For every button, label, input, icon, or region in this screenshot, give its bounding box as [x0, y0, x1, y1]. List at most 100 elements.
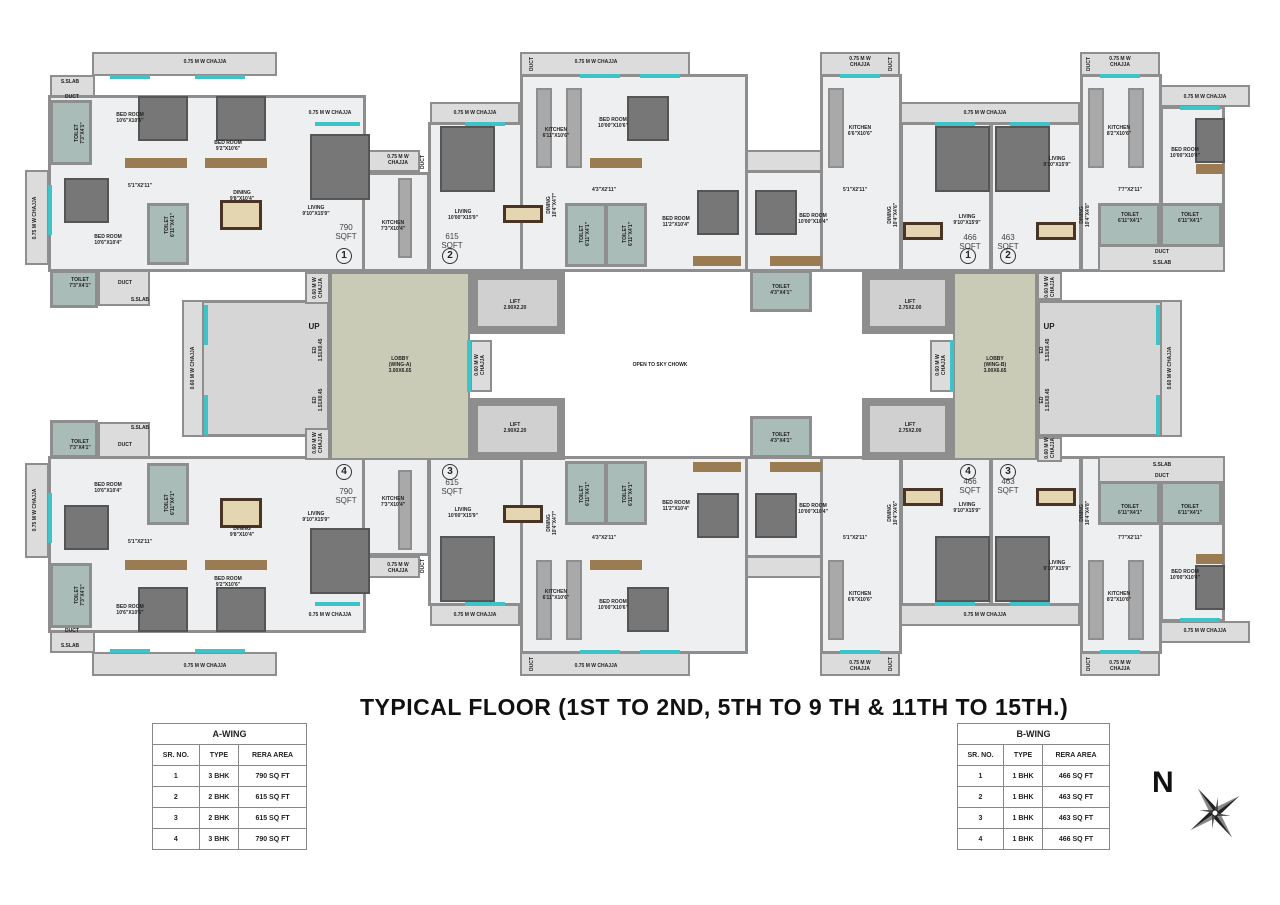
room-label: 4'3"X2'11" [591, 535, 617, 541]
room-label: 466 SQFT [959, 477, 981, 495]
cell: 4 [956, 828, 1005, 850]
kitchen-counter [536, 560, 552, 640]
room-label: S.SLAB [60, 79, 80, 85]
room-label: KITCHEN 6'6"X10'6" [847, 125, 873, 137]
room-label: DINING 10'4"X4'6" [887, 500, 899, 526]
cell: 1 BHK [1003, 828, 1044, 850]
lift [470, 272, 565, 334]
wardrobe [590, 158, 642, 168]
lift [862, 272, 953, 334]
room-label: 463 SQFT [997, 233, 1019, 251]
room-label: TOILET 7'3"X4'1" [74, 584, 86, 606]
room-label: 0.75 M W CHAJJA [963, 612, 1007, 618]
chajja [182, 300, 204, 437]
dining-table [503, 205, 543, 223]
core-label: 0.60 M W CHAJJA [1167, 346, 1173, 390]
chajja [1037, 437, 1062, 462]
chajja [1160, 300, 1182, 437]
sofa-set [995, 126, 1050, 192]
cell: 615 SQ FT [238, 786, 307, 808]
unit-number-badge: 4 [960, 464, 976, 480]
cell: 2 [956, 786, 1005, 808]
room-label: KITCHEN 7'3"X10'4" [380, 496, 406, 508]
core-label: LOBBY (WING-A) 3.00X6.65 [388, 356, 412, 374]
toilet [1160, 203, 1222, 247]
room-label: 4'3"X2'11" [591, 187, 617, 193]
room-label: 466 SQFT [959, 233, 981, 251]
chajja [1037, 272, 1062, 300]
room-label: 0.75 M W CHAJJA [963, 110, 1007, 116]
dining-table [903, 488, 943, 506]
cell: 615 SQ FT [238, 807, 307, 829]
toilet [50, 100, 92, 165]
room-label: S.SLAB [130, 297, 150, 303]
unit-number-badge: 2 [1000, 248, 1016, 264]
room-label: DINING 10'4"X4'7" [546, 510, 558, 536]
room-label: TOILET 6'11"X4'1" [164, 212, 176, 238]
room-label: DINING 10'4"X4'6" [887, 202, 899, 228]
window [467, 340, 471, 392]
wardrobe [125, 560, 187, 570]
unit-number-badge: 3 [442, 464, 458, 480]
cell: 1 [152, 765, 200, 787]
window [204, 305, 208, 345]
core-label: UP [1043, 322, 1055, 331]
room-label: 0.75 M W CHAJJA [453, 612, 497, 618]
room-label: DUCT [1086, 657, 1092, 671]
room-label: TOILET 6'11"X4'1" [1177, 212, 1203, 224]
lobby-wing-a [330, 272, 470, 460]
room-label: S.SLAB [1152, 260, 1172, 266]
core-label: LIFT 2.90X2.20 [503, 422, 527, 434]
unit-number-badge: 1 [960, 248, 976, 264]
room-label: 5'1"X2'11" [127, 183, 153, 189]
window [1100, 74, 1140, 78]
unit-number-badge: 2 [442, 248, 458, 264]
room-label: TOILET 6'11"X4'1" [579, 221, 591, 247]
room-label: DINING 10'4"X4'7" [546, 192, 558, 218]
window [465, 602, 505, 606]
unit-number-badge: 1 [336, 248, 352, 264]
kitchen-counter [1128, 88, 1144, 168]
kitchen-counter [1088, 560, 1104, 640]
kitchen-counter [536, 88, 552, 168]
core-label: ED 1.51X0.45 [1039, 388, 1051, 412]
toilet [750, 416, 812, 458]
bed [138, 96, 188, 141]
bed [1195, 118, 1225, 163]
bed [755, 493, 797, 538]
column-header: TYPE [198, 744, 240, 766]
sofa-set [935, 536, 990, 602]
room-label: KITCHEN 7'3"X10'4" [380, 220, 406, 232]
room-label: TOILET 6'11"X4'1" [622, 221, 634, 247]
balcony-chajja [745, 556, 825, 578]
room-label: BED ROOM 11'2"X10'4" [662, 500, 690, 512]
core-label: LOBBY (WING-B) 3.00X6.65 [983, 356, 1007, 374]
room-label: BED ROOM 10'00"X10'4" [1170, 147, 1200, 159]
core-label: 0.60 M W CHAJJA [312, 432, 324, 454]
room-label: TOILET 6'11"X4'1" [579, 481, 591, 507]
window [935, 122, 975, 126]
room-label: 790 SQFT [335, 223, 357, 241]
toilet [605, 461, 647, 525]
toilet [147, 203, 189, 265]
room-label: BED ROOM 10'6"X10'4" [94, 482, 122, 494]
window [1156, 305, 1160, 345]
bed [216, 587, 266, 632]
room-label: TOILET 4'3"X4'1" [770, 432, 792, 444]
toilet [147, 463, 189, 525]
table-title: B-WING [957, 723, 1110, 745]
core-label: UP [308, 322, 320, 331]
lift [862, 398, 953, 460]
cell: 463 SQ FT [1042, 786, 1110, 808]
window [935, 602, 975, 606]
room-label: DUCT [888, 57, 894, 71]
core-label: OPEN TO SKY CHOWK [632, 362, 688, 368]
room-label: BED ROOM 11'2"X10'4" [662, 216, 690, 228]
core-label: 0.60 M W CHAJJA [1044, 276, 1056, 298]
cell: 790 SQ FT [238, 828, 307, 850]
